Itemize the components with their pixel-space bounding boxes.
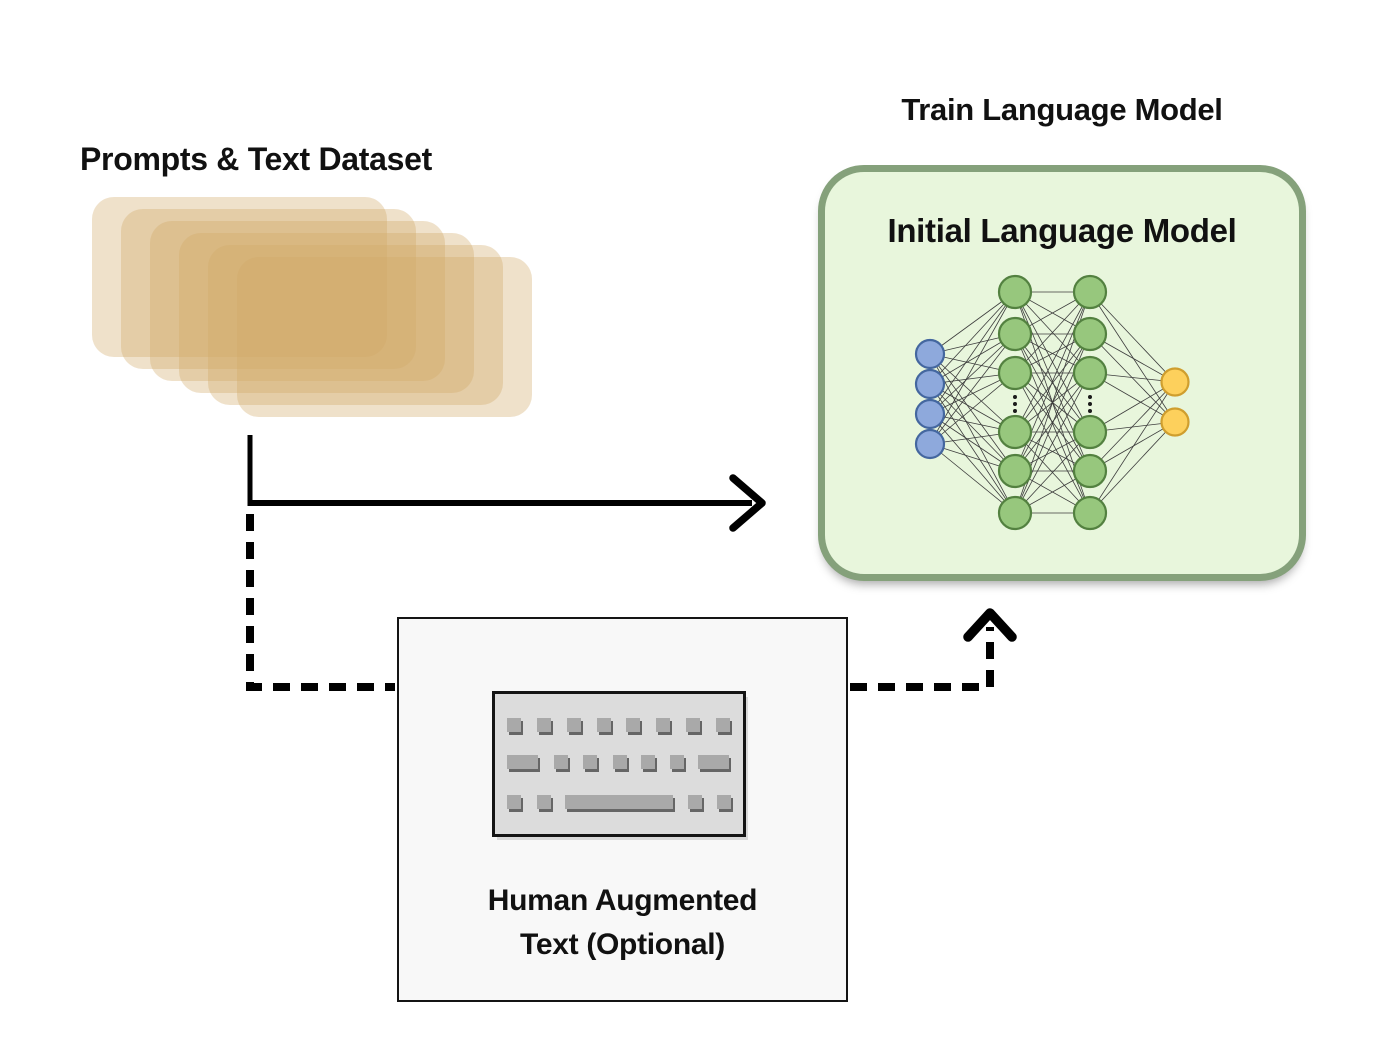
keyboard-key [670,755,684,769]
hidden-layer-1-nodes [997,274,1033,531]
network-node [914,428,946,460]
keyboard-key [537,718,551,732]
network-node [1072,316,1108,352]
network-node [1072,453,1108,489]
network-node [1160,367,1190,397]
keyboard-key [717,795,731,809]
initial-model-label: Initial Language Model [887,212,1237,249]
ellipsis-dot [1088,402,1092,406]
keyboard-key [698,755,729,769]
network-node [914,338,946,370]
keyboard-key [656,718,670,732]
human-augmented-label-line1: Human Augmented [487,884,758,917]
network-edges [929,291,1176,514]
network-node [1072,274,1108,310]
network-node [997,495,1033,531]
keyboard-key [554,755,568,769]
keyboard-key [597,718,611,732]
network-node [997,414,1033,450]
keyboard-key [686,718,700,732]
hidden-layer-2-nodes [1072,274,1108,531]
network-node [914,398,946,430]
dataset-card [150,221,445,381]
prompts-card-stack [92,197,537,422]
ellipsis-dot [1013,402,1017,406]
human-augmented-label-line2: Text (Optional) [520,928,725,962]
keyboard-key [716,718,730,732]
keyboard-key [688,795,702,809]
solid-arrow-head [729,474,766,532]
keyboard-key [507,755,538,769]
network-node [1072,495,1108,531]
network-node [997,274,1033,310]
input-layer-nodes [914,338,946,460]
keyboard-keys [507,718,733,812]
output-layer-nodes [1160,367,1190,437]
network-node [997,316,1033,352]
keyboard-key [507,795,521,809]
network-node [914,368,946,400]
dataset-card [92,197,387,357]
ellipsis-dot [1088,409,1092,413]
human-augmented-box: Human Augmented Text (Optional) [397,617,848,1002]
keyboard-key [565,795,673,809]
initial-language-model-box: Initial Language Model [818,165,1306,581]
human-augmented-label: Human Augmented Text (Optional) [399,879,846,968]
keyboard-key [641,755,655,769]
keyboard-key [567,718,581,732]
dataset-card [208,245,503,405]
dataset-card [179,233,474,393]
network-node [1072,355,1108,391]
ellipsis-dot [1088,395,1092,399]
keyboard-icon [492,691,748,840]
keyboard-key [613,755,627,769]
keyboard-key [626,718,640,732]
train-model-label: Train Language Model [901,92,1223,127]
network-node [997,453,1033,489]
keyboard-key [537,795,551,809]
dashed-path-right [850,627,994,691]
neural-network-icon [914,274,1190,531]
keyboard-key [583,755,597,769]
ellipsis-dot [1013,409,1017,413]
dashed-path-left [246,514,395,691]
prompts-dataset-label: Prompts & Text Dataset [80,141,433,177]
network-node [1160,407,1190,437]
keyboard-key [507,718,521,732]
dataset-card [237,257,532,417]
dataset-card [121,209,416,369]
dashed-arrow-head-up [963,608,1017,642]
network-node [997,355,1033,391]
network-node [1072,414,1108,450]
ellipsis-dot [1013,395,1017,399]
